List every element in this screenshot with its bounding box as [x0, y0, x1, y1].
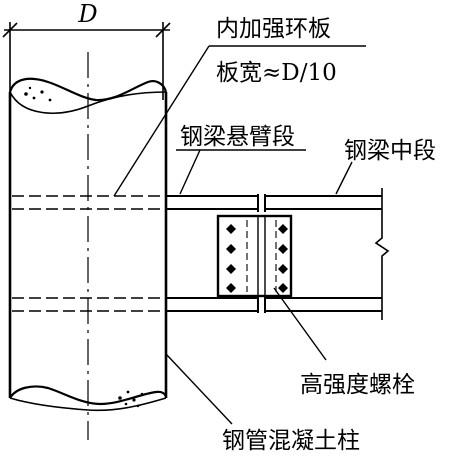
bolt-diamond-icon	[278, 264, 288, 274]
bolt-diamond-icon	[278, 283, 288, 293]
bolt-diamond-icon	[226, 264, 236, 274]
leader-column	[165, 353, 233, 425]
leader-ring-plate	[113, 45, 210, 197]
steel-beam	[166, 188, 390, 320]
diameter-label: D	[77, 0, 97, 28]
column-top-break	[8, 77, 168, 102]
bolt-diamond-icon	[278, 224, 288, 234]
bolt-diamond-icon	[226, 244, 236, 254]
cfst-column	[8, 52, 168, 440]
label-high-strength-bolts: 高强度螺栓	[300, 372, 415, 398]
bolt-diamond-icon	[226, 224, 236, 234]
label-beam-cantilever-segment: 钢梁悬臂段	[180, 124, 295, 150]
leader-lines	[113, 45, 366, 425]
leader-middle	[335, 161, 353, 195]
label-cfst-column: 钢管混凝土柱	[222, 428, 360, 454]
label-plate-width: 板宽≈D/10	[216, 60, 337, 86]
leader-bolts	[273, 287, 327, 361]
column-bottom-break-front	[9, 397, 167, 412]
leader-cantilever	[179, 149, 201, 195]
beam-break-line	[374, 188, 390, 320]
dimension-tick-right	[155, 22, 171, 38]
bolt-diamond-icon	[226, 283, 236, 293]
high-strength-bolts	[226, 224, 288, 293]
column-top-break-back	[9, 91, 167, 114]
bolt-diamond-icon	[278, 244, 288, 254]
concrete-fill-dots	[24, 86, 144, 408]
dimension-tick-left	[2, 22, 18, 38]
label-beam-middle-segment: 钢梁中段	[344, 138, 436, 164]
label-inner-ring-plate: 内加强环板	[216, 16, 331, 42]
column-bottom-break	[9, 385, 168, 406]
diameter-dimension	[2, 22, 171, 100]
